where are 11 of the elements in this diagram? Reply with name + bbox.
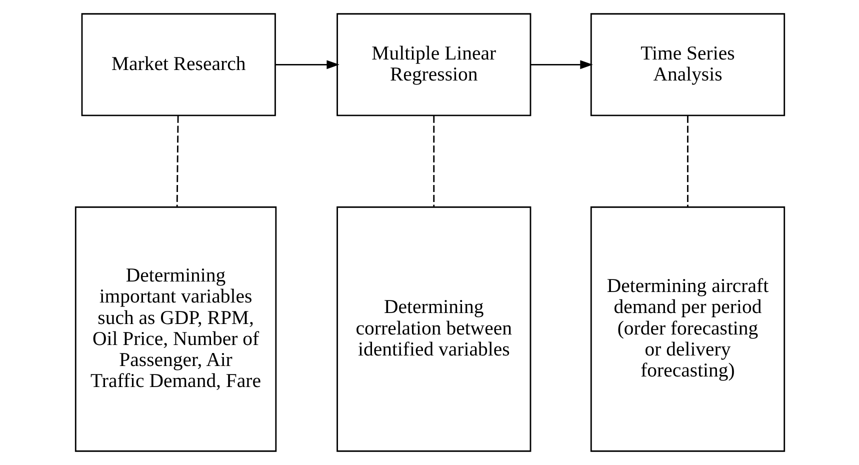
node-box: Multiple Linear Regression	[336, 13, 531, 116]
connector	[432, 116, 434, 207]
node-box: Market Research	[80, 13, 276, 116]
node-box: Time Series Analysis	[590, 13, 785, 116]
arrow	[530, 60, 592, 70]
node-box: Determining important variables such as GDP, RPM, Oil Price, Number of Passenger, Air Traffic Demand, Fare	[74, 206, 276, 452]
connector	[686, 116, 688, 207]
node-box: Determining aircraft demand per period (order forecasting or delivery forecasting)	[590, 206, 785, 452]
arrow	[274, 60, 339, 70]
node-box: Determining correlation between identified variables	[336, 206, 531, 452]
connector	[176, 116, 178, 207]
